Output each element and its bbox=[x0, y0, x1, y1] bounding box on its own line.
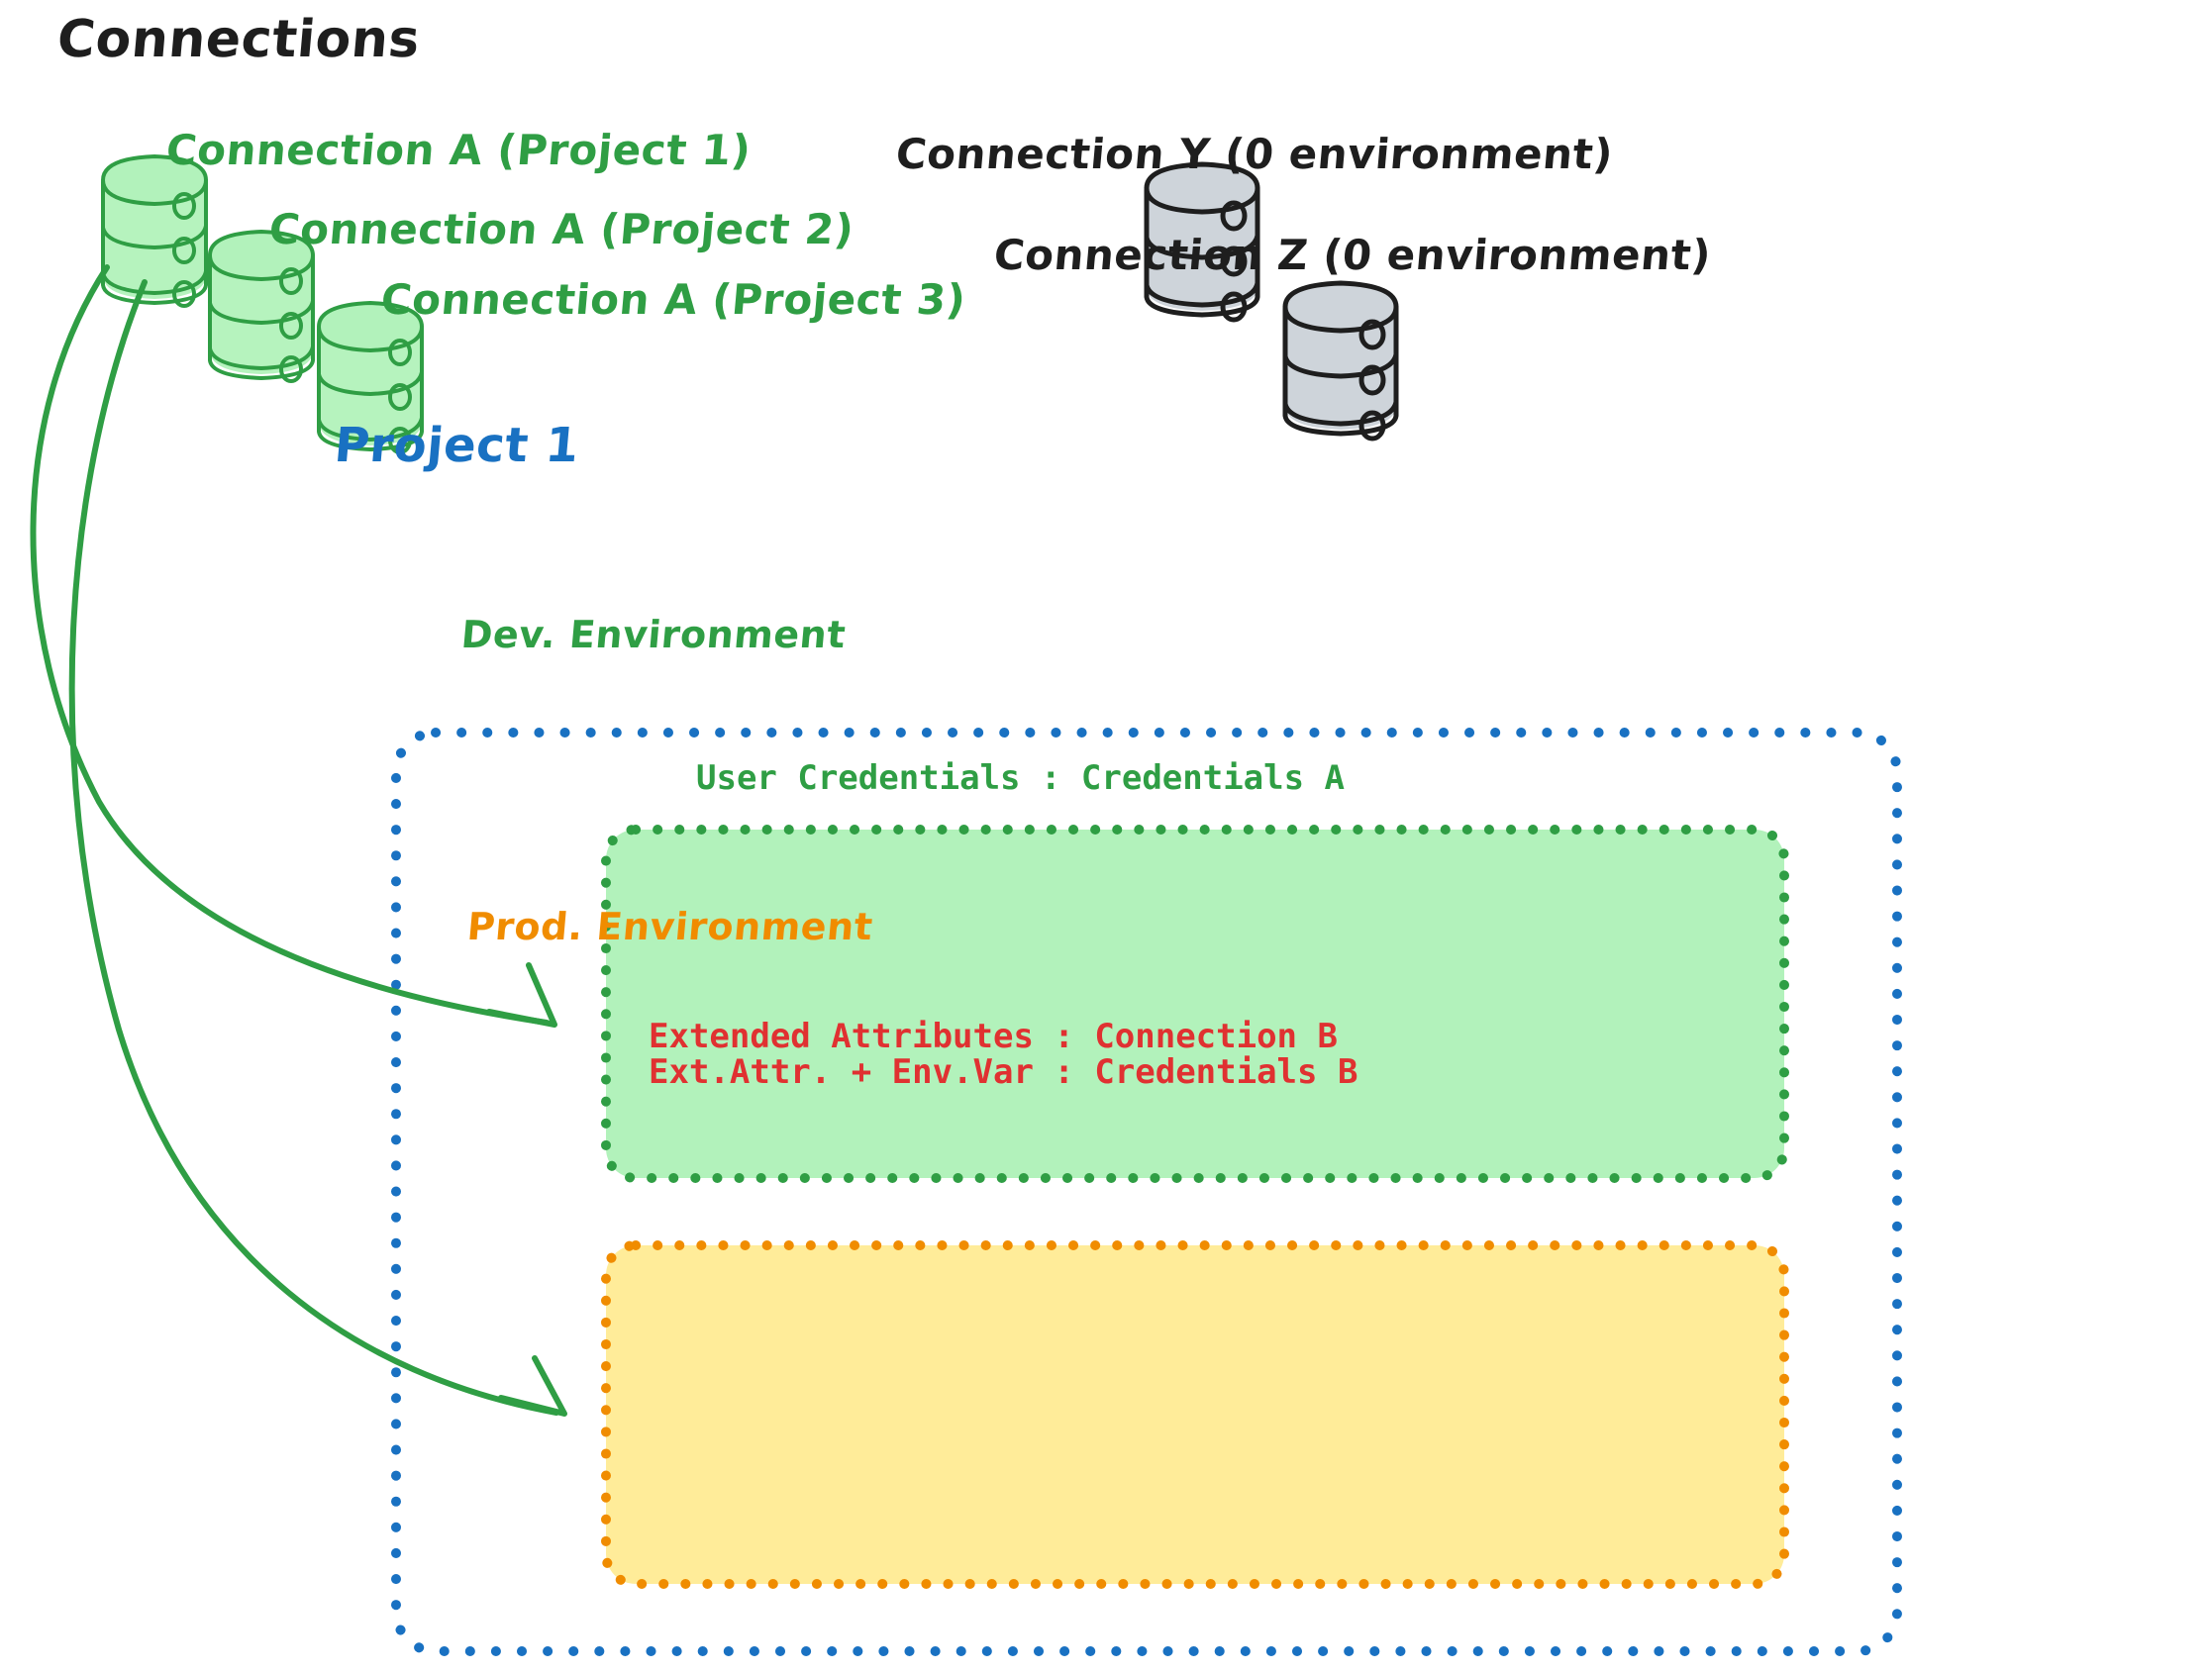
prod-environment-title: Prod. Environment bbox=[465, 905, 875, 948]
label-connection-a-project-1: Connection A (Project 1) bbox=[163, 126, 754, 174]
database-icon-connection-a-project-3 bbox=[316, 300, 425, 454]
label-connection-a-project-3: Connection A (Project 3) bbox=[378, 275, 968, 324]
label-connection-z: Connection Z (0 environment) bbox=[991, 231, 1714, 279]
database-icon-connection-a-project-2 bbox=[207, 229, 316, 383]
database-icon-connection-y bbox=[1144, 161, 1260, 323]
prod-environment-entry: Extended Attributes : Connection B bbox=[649, 1017, 1338, 1056]
project-1-container bbox=[391, 728, 1902, 1656]
page-title: Connections bbox=[54, 10, 423, 69]
dev-environment-title: Dev. Environment bbox=[459, 613, 848, 656]
dev-environment-entry: User Credentials : Credentials A bbox=[696, 758, 1346, 798]
prod-environment-box bbox=[601, 1240, 1789, 1589]
project-title: Project 1 bbox=[332, 418, 582, 473]
database-icon-connection-a-project-1 bbox=[100, 153, 209, 308]
dev-environment-box bbox=[601, 825, 1789, 1183]
label-connection-y: Connection Y (0 environment) bbox=[893, 130, 1616, 178]
database-icon-connection-z bbox=[1282, 280, 1399, 442]
arrow-connection-a-to-dev-environment bbox=[30, 264, 557, 1028]
arrow-connection-a-to-prod-environment bbox=[68, 279, 567, 1417]
label-connection-a-project-2: Connection A (Project 2) bbox=[266, 205, 856, 253]
prod-environment-entry: Ext.Attr. + Env.Var : Credentials B bbox=[649, 1052, 1358, 1092]
